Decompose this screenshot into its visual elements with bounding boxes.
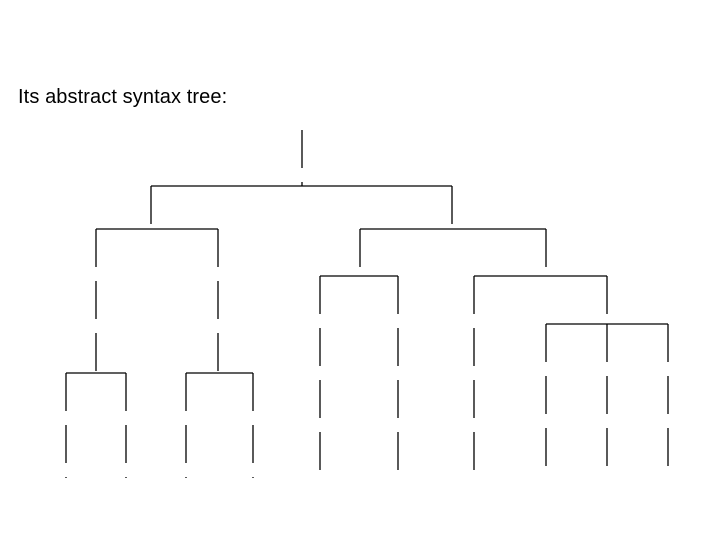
tree-edge-group xyxy=(65,130,669,478)
tree-leaf-node-1[interactable] xyxy=(57,440,75,482)
tree-leaf-node-10[interactable] xyxy=(659,440,677,482)
tree-leaf-node-7[interactable] xyxy=(465,440,483,482)
tree-node-group xyxy=(57,440,677,482)
tree-leaf-node-6[interactable] xyxy=(389,440,407,482)
tree-leaf-node-3[interactable] xyxy=(177,440,195,482)
tree-leaf-node-4[interactable] xyxy=(244,440,262,482)
tree-leaf-node-9[interactable] xyxy=(598,440,616,482)
tree-leaf-node-2[interactable] xyxy=(117,440,135,482)
tree-leaf-node-8[interactable] xyxy=(537,440,555,482)
tree-leaf-node-5[interactable] xyxy=(311,440,329,482)
page-title: Its abstract syntax tree: xyxy=(18,86,228,108)
